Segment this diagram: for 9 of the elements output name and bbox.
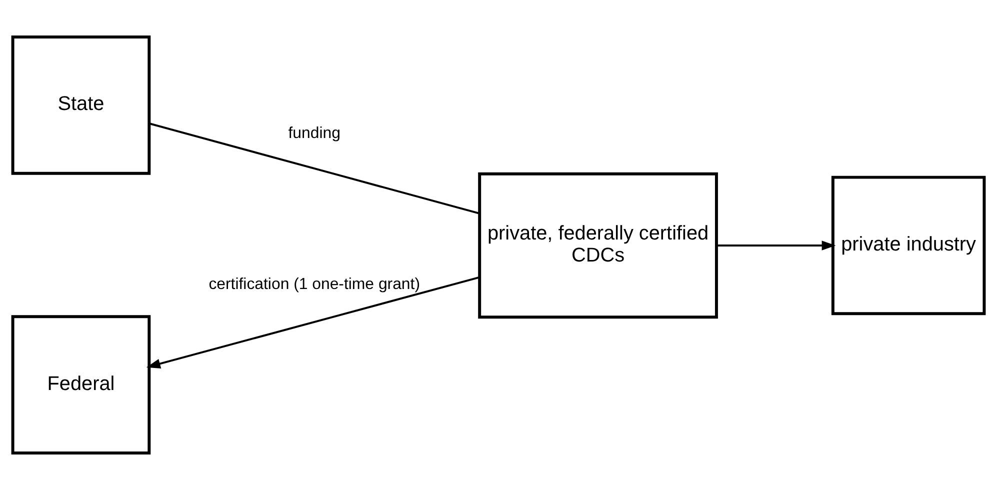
node-box: State (11, 35, 151, 175)
connector (149, 122, 480, 214)
arrow (146, 276, 480, 368)
edge-label: funding (288, 124, 340, 142)
node-box: Federal (11, 315, 151, 455)
node-box: private, federally certified CDCs (478, 172, 718, 319)
node-box: private industry (831, 176, 986, 316)
arrow (716, 240, 836, 250)
edge-label: certification (1 one-time grant) (208, 276, 420, 294)
